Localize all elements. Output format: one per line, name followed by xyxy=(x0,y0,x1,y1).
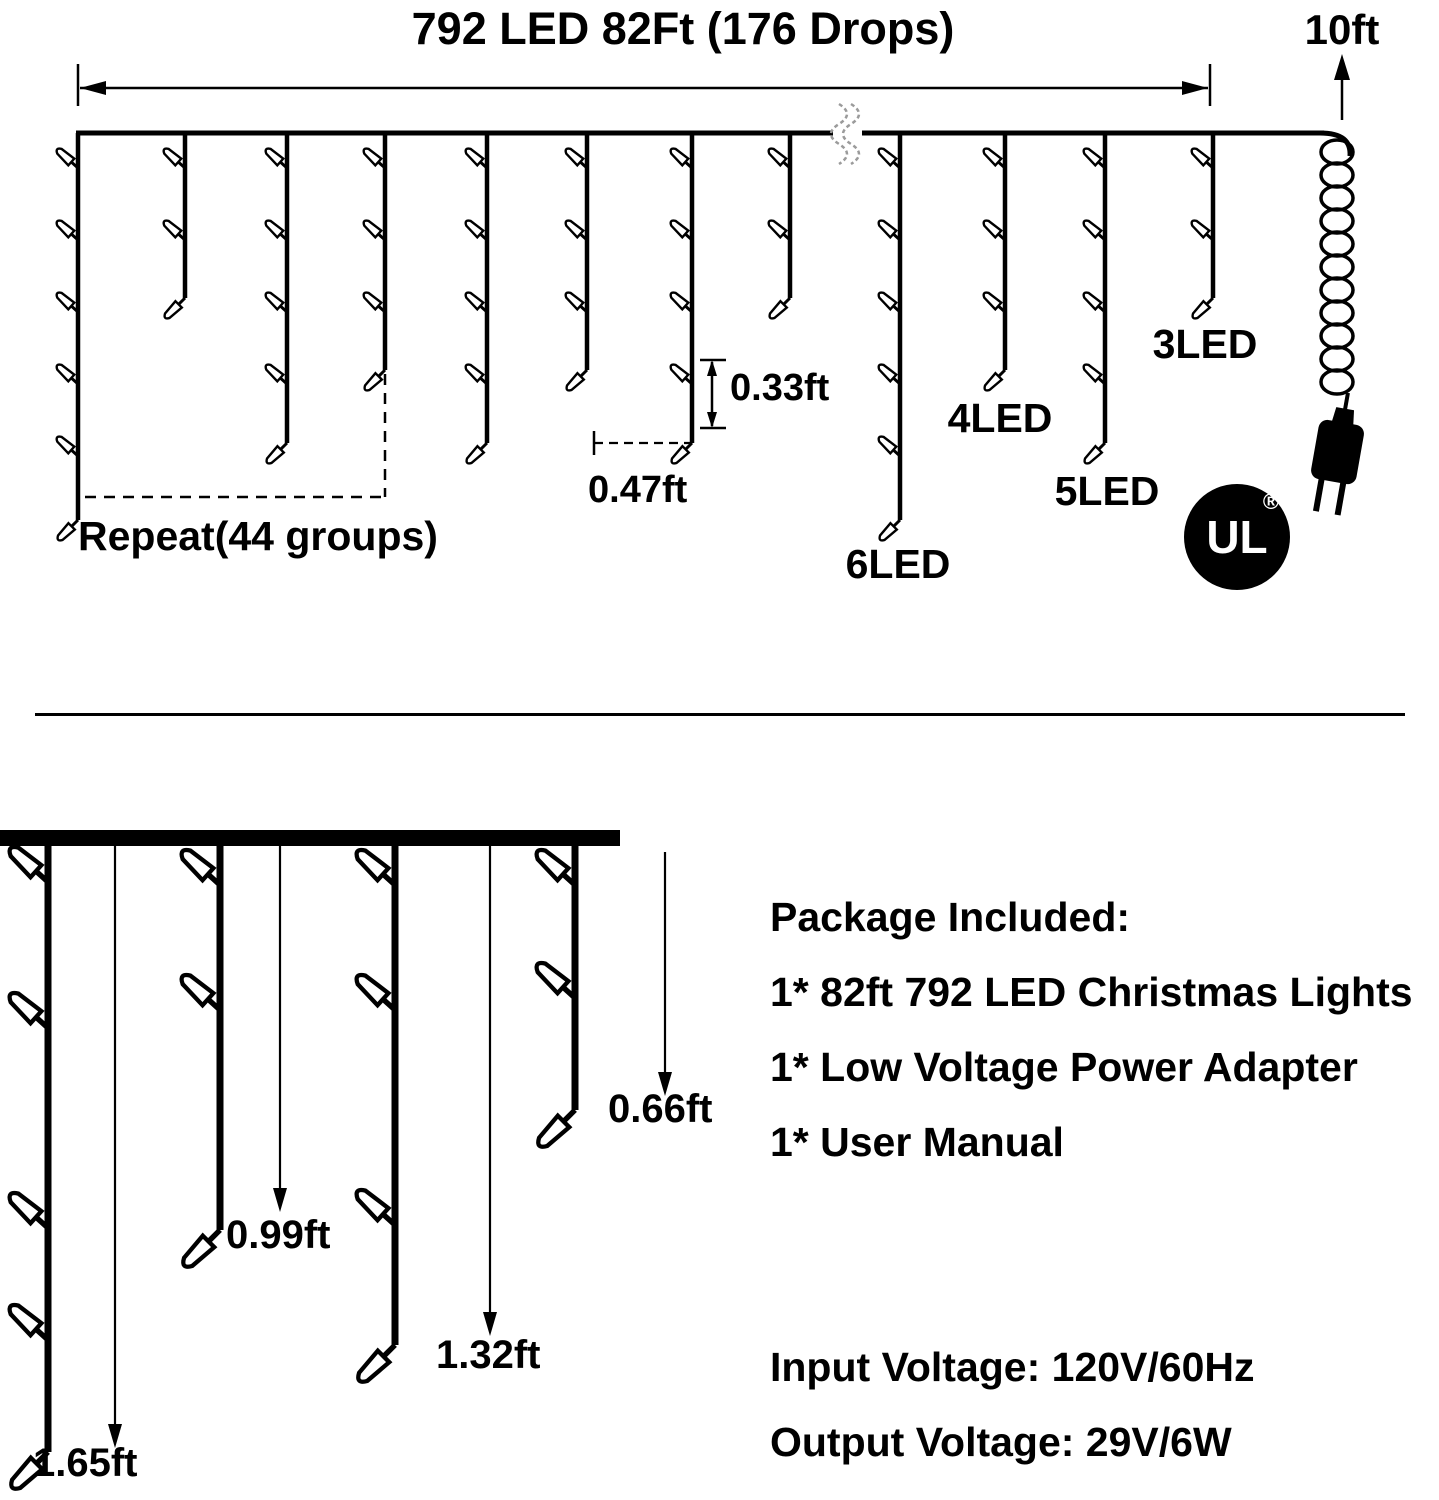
diagram-title: 792 LED 82Ft (176 Drops) xyxy=(412,3,955,54)
light-drop xyxy=(5,840,54,1493)
length-arrow xyxy=(108,846,122,1448)
light-drop xyxy=(1187,133,1218,323)
repeat-label: Repeat(44 groups) xyxy=(78,513,438,559)
drop-type-label-6led: 6LED xyxy=(846,541,951,587)
drop-spacing-label: 0.47ft xyxy=(588,469,688,511)
drop-length-label: 0.66ft xyxy=(608,1087,713,1131)
light-drop xyxy=(666,133,697,468)
light-drop xyxy=(461,133,492,468)
lead-length-label: 10ft xyxy=(1305,6,1380,53)
light-drop xyxy=(532,840,581,1151)
power-plug-icon xyxy=(1311,392,1364,516)
drop-type-label-3led: 3LED xyxy=(1153,321,1258,367)
light-drop xyxy=(1079,133,1110,468)
light-drop xyxy=(352,840,401,1386)
package-item: 1* 82ft 792 LED Christmas Lights xyxy=(770,969,1413,1015)
input-voltage-text: Input Voltage: 120V/60Hz xyxy=(770,1344,1255,1390)
light-drop xyxy=(764,133,795,323)
led-bulb-icon xyxy=(1080,438,1110,468)
light-drop xyxy=(359,133,390,395)
drop-length-label: 0.99ft xyxy=(226,1213,331,1257)
light-drop xyxy=(159,133,190,323)
output-voltage-text: Output Voltage: 29V/6W xyxy=(770,1419,1232,1465)
length-arrow xyxy=(273,846,287,1212)
top-diagram: 792 LED 82Ft (176 Drops) 10ft xyxy=(52,3,1380,590)
led-bulb-icon xyxy=(262,438,292,468)
led-bulb-icon xyxy=(534,1104,581,1151)
led-bulb-icon xyxy=(354,1339,401,1386)
led-bulb-icon xyxy=(1188,293,1218,323)
package-item: 1* User Manual xyxy=(770,1119,1064,1165)
repeat-group-outline xyxy=(85,374,387,499)
overall-dimension xyxy=(76,64,1212,106)
drop-length-label: 1.65ft xyxy=(33,1441,138,1485)
header-wire-bar xyxy=(0,830,620,846)
led-bulb-icon xyxy=(179,1224,226,1271)
led-bulb-icon xyxy=(160,293,190,323)
voltage-block: Input Voltage: 120V/60Hz Output Voltage:… xyxy=(770,1330,1255,1480)
light-drop xyxy=(874,133,905,545)
coiled-lead-wire xyxy=(1319,130,1355,396)
ul-certification-mark: UL ® xyxy=(1184,484,1290,590)
drop-length-label: 1.32ft xyxy=(436,1333,541,1377)
drop-spacing-dimension xyxy=(592,431,690,455)
drop-type-label-5led: 5LED xyxy=(1055,468,1160,514)
led-bulb-icon xyxy=(462,438,492,468)
package-item: 1* Low Voltage Power Adapter xyxy=(770,1044,1358,1090)
lead-up-arrow xyxy=(1334,54,1350,120)
led-bulb-icon xyxy=(980,365,1010,395)
drop-type-label-4led: 4LED xyxy=(948,395,1053,441)
light-drop xyxy=(52,133,83,545)
drop-length-diagram: 1.65ft 0.99ft 1.32ft 0.66ft xyxy=(0,830,713,1500)
length-arrow xyxy=(483,846,497,1336)
led-bulb-icon xyxy=(875,515,905,545)
ul-text: UL xyxy=(1206,511,1267,563)
led-bulb-icon xyxy=(765,293,795,323)
section-divider xyxy=(35,713,1405,716)
led-bulb-icon xyxy=(562,365,592,395)
ul-registered-symbol: ® xyxy=(1263,489,1279,514)
wire-break-icon xyxy=(829,102,861,166)
led-spacing-label: 0.33ft xyxy=(730,367,830,409)
length-arrow xyxy=(658,852,672,1096)
light-drop xyxy=(177,840,226,1271)
light-drop xyxy=(979,133,1010,395)
led-spacing-dimension xyxy=(700,358,726,430)
light-drop xyxy=(261,133,292,468)
package-heading: Package Included: xyxy=(770,894,1131,940)
package-included-block: Package Included: 1* 82ft 792 LED Christ… xyxy=(770,880,1413,1180)
light-drop xyxy=(561,133,592,395)
